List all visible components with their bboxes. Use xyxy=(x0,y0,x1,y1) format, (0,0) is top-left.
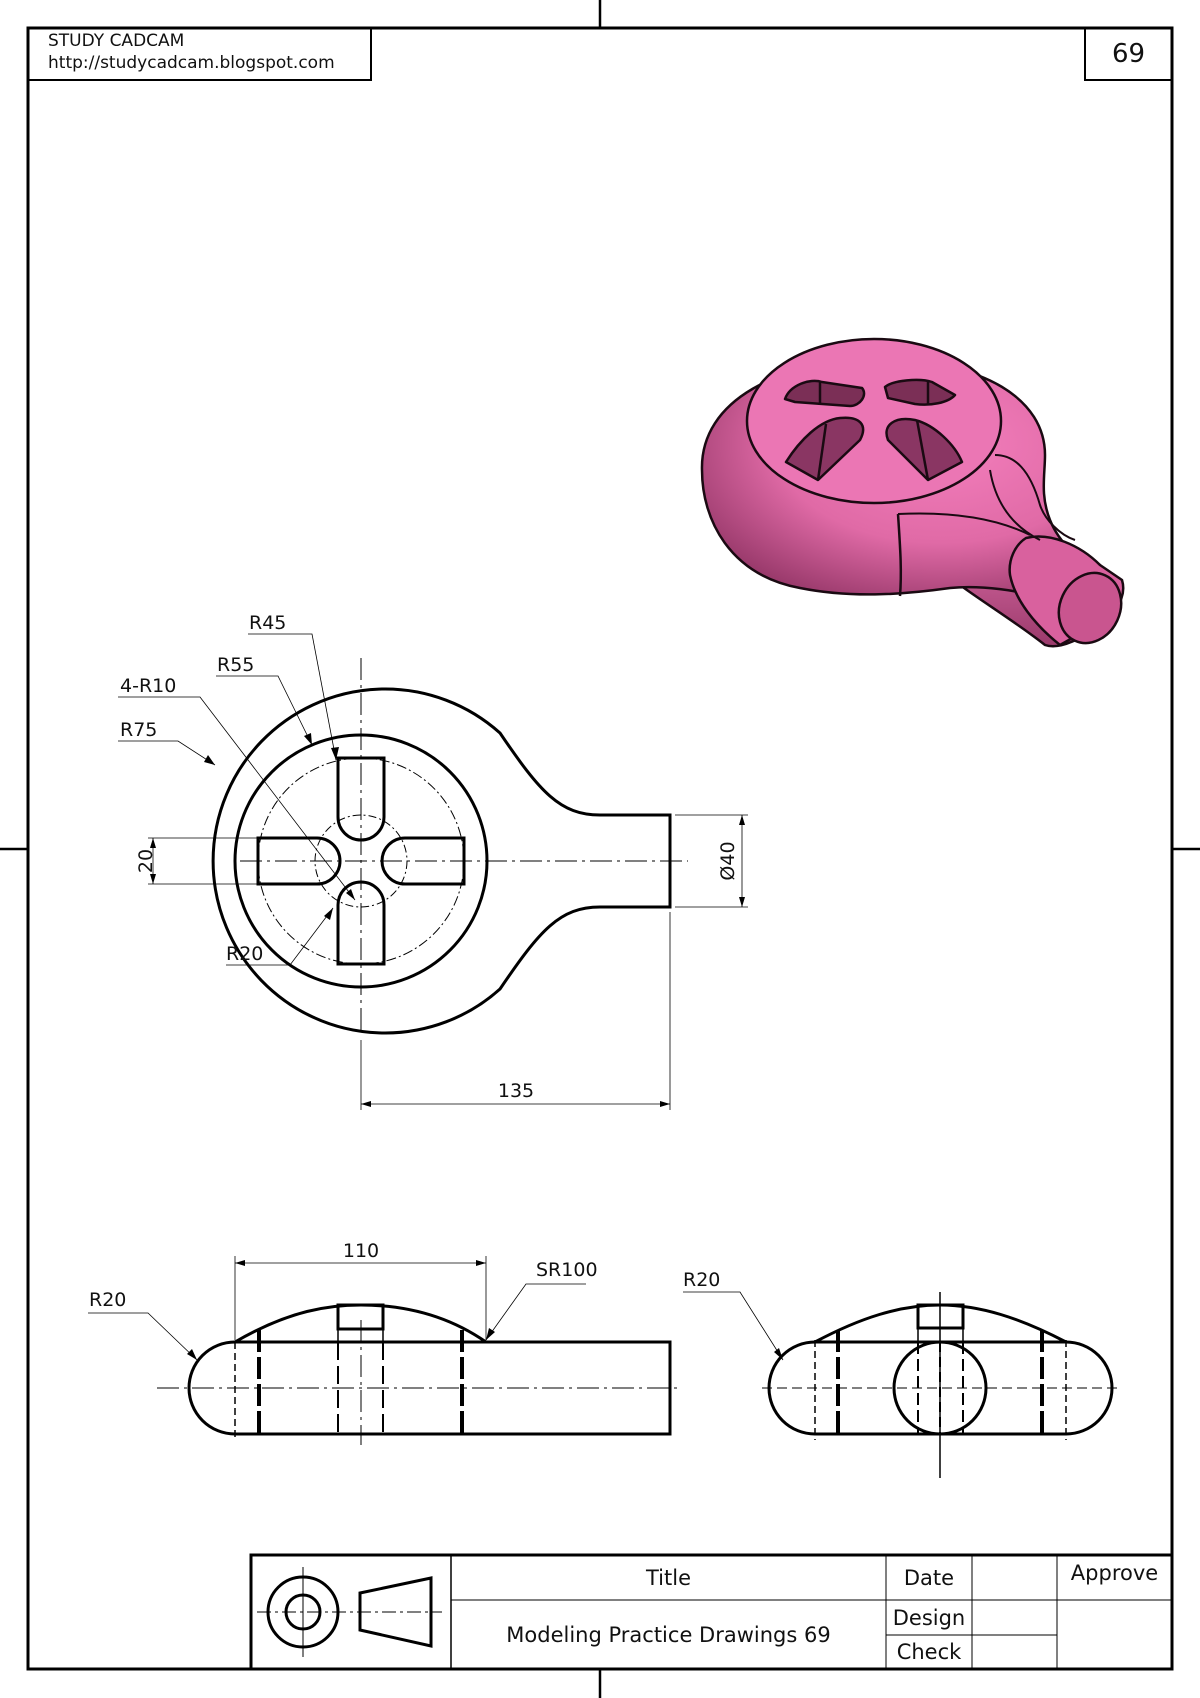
date-label: Date xyxy=(903,1565,955,1590)
dim-sphere-radius: SR100 xyxy=(536,1259,598,1281)
date-value xyxy=(972,1555,1057,1600)
title-block-frame xyxy=(249,1553,1174,1671)
front-view-labels: 110 SR100 R20 xyxy=(89,1240,598,1311)
check-label: Check xyxy=(896,1640,962,1664)
top-view-labels: R45 R55 4-R10 R75 R20 20 Ø40 135 xyxy=(120,612,739,1102)
dim-side-end-radius: R20 xyxy=(683,1269,720,1291)
front-view-arrows xyxy=(187,1260,495,1360)
dim-r75: R75 xyxy=(120,719,157,741)
sheet-number: 69 xyxy=(1111,39,1146,69)
drawing-title: Modeling Practice Drawings 69 xyxy=(506,1622,831,1647)
check-value xyxy=(972,1635,1057,1669)
dim-shaft-diameter: Ø40 xyxy=(717,841,739,880)
dim-r45: R45 xyxy=(249,612,286,634)
side-view xyxy=(683,1291,1118,1478)
dim-4-r10: 4-R10 xyxy=(120,675,176,697)
front-view xyxy=(88,1256,680,1445)
title-label: Title xyxy=(645,1565,691,1590)
brand-name: STUDY CADCAM xyxy=(48,31,185,51)
isometric-holes xyxy=(783,378,964,482)
top-view-arrows xyxy=(150,733,745,1107)
projection-symbol-icon xyxy=(257,1567,442,1657)
dim-r55: R55 xyxy=(217,654,254,676)
dim-slot-width: 20 xyxy=(135,849,157,873)
approve-label: Approve xyxy=(1070,1561,1159,1585)
design-label: Design xyxy=(892,1605,966,1630)
top-view xyxy=(118,633,748,1110)
design-value xyxy=(972,1600,1057,1635)
brand-url[interactable]: http://studycadcam.blogspot.com xyxy=(48,53,335,73)
side-view-arrow xyxy=(774,1348,783,1360)
isometric-view xyxy=(700,337,1125,648)
top-disc xyxy=(745,337,1003,505)
approve-value xyxy=(1057,1600,1172,1669)
header-box xyxy=(27,27,372,81)
dim-r20: R20 xyxy=(226,943,263,965)
shaft-end-face xyxy=(1057,571,1123,645)
dim-front-end-radius: R20 xyxy=(89,1289,126,1311)
dim-front-width: 110 xyxy=(343,1240,379,1262)
dim-length: 135 xyxy=(498,1080,534,1102)
sheet-number-box xyxy=(1084,27,1173,81)
